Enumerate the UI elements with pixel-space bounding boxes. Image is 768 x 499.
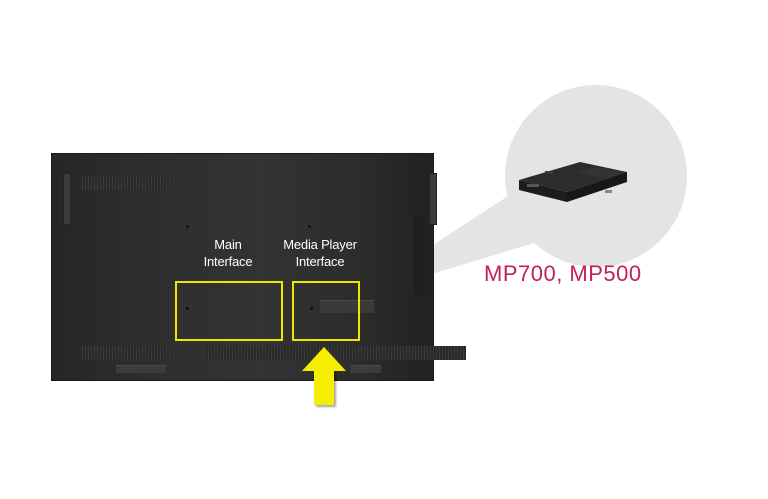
mount-hole [186,225,189,228]
top-vent [80,176,170,190]
media-player-interface-label: Media Player Interface [283,237,357,269]
display-back-panel [52,154,466,380]
up-arrow-icon [301,347,347,407]
right-foot [350,365,381,373]
mount-hole [308,225,311,228]
bottom-vent-left [80,346,170,360]
media-player-device-image [519,162,627,202]
left-handle [63,173,71,225]
model-name-text: MP700, MP500 [484,261,642,286]
media-player-slot [320,300,374,313]
side-connector [413,215,425,295]
main-interface-label: Main Interface [203,237,253,269]
screw-hole [310,307,313,310]
right-handle [429,173,437,225]
media-player-interface-highlight [292,281,360,341]
left-foot [116,365,166,373]
screw-hole [186,307,189,310]
main-interface-highlight [175,281,283,341]
